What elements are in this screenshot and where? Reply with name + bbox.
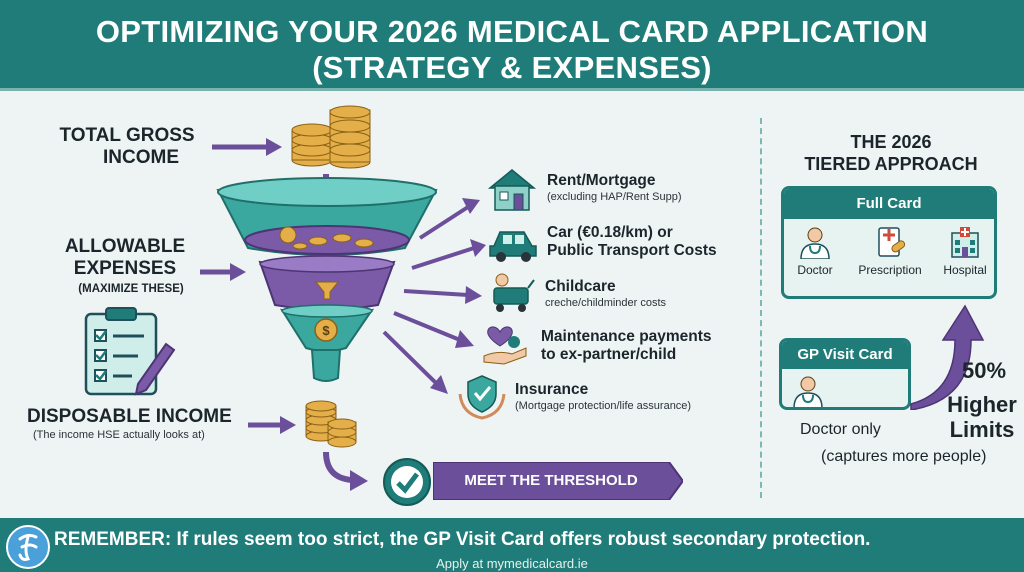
brand-logo-icon — [6, 525, 50, 569]
filter-icon — [314, 281, 340, 300]
dollar-sign: $ — [322, 323, 330, 338]
coin-stack-top — [291, 105, 371, 169]
hospital-label: Hospital — [943, 263, 987, 277]
expense-item-childcare: Childcare creche/childminder costs — [545, 278, 666, 310]
check-circle-icon — [383, 458, 431, 506]
disposable-arrow-head — [280, 416, 296, 434]
upgrade-arrow — [910, 304, 985, 410]
section-divider — [760, 118, 762, 498]
disposable-income-label: DISPOSABLE INCOME — [27, 406, 232, 427]
expense-item-rent: Rent/Mortgage (excluding HAP/Rent Supp) — [547, 172, 682, 204]
tiered-title-line1: THE 2026 — [850, 132, 932, 152]
expense-title: Insurance — [515, 381, 589, 398]
gp-coverage-text: Doctor only — [800, 421, 881, 438]
gross-income-arrow-head — [266, 138, 282, 156]
allowable-line1: ALLOWABLE — [64, 236, 186, 257]
full-card-panel: Full Card Doctor Prescription — [781, 186, 997, 299]
expense-arrow-4 — [393, 311, 461, 342]
expense-title: Car (€0.18/km) or — [547, 224, 673, 241]
expense-subtitle: creche/childminder costs — [545, 297, 667, 309]
clipboard-icon — [84, 307, 176, 396]
threshold-arrow-head — [350, 470, 368, 491]
meet-threshold-label: MEET THE THRESHOLD — [464, 472, 638, 489]
prescription-icon — [878, 227, 906, 257]
allowable-expenses-label: ALLOWABLE EXPENSES — [50, 236, 200, 280]
full-card-label: Full Card — [784, 189, 994, 219]
header-rule — [0, 88, 1024, 91]
meet-threshold-banner: MEET THE THRESHOLD — [433, 462, 683, 500]
coin-stack-bottom — [305, 400, 357, 448]
expense-title: Childcare — [545, 278, 616, 295]
expense-subtitle: (excluding HAP/Rent Supp) — [547, 191, 682, 203]
dollar-coin-icon — [314, 318, 338, 342]
prescription-label: Prescription — [858, 263, 922, 277]
expense-title-2: to ex-partner/child — [541, 346, 677, 363]
hospital-icon — [951, 227, 979, 258]
threshold-arrow — [323, 451, 353, 483]
hospital-item: Hospital — [936, 225, 994, 277]
higher-limits-callout: 50% Higher Limits — [940, 358, 1024, 442]
header-banner: OPTIMIZING YOUR 2026 MEDICAL CARD APPLIC… — [0, 0, 1024, 91]
page-title-line1: OPTIMIZING YOUR 2026 MEDICAL CARD APPLIC… — [95, 14, 929, 49]
tiered-approach-title: THE 2026 TIERED APPROACH — [776, 131, 1006, 175]
expense-item-transport: Car (€0.18/km) or Public Transport Costs — [547, 224, 717, 260]
expense-title-2: Public Transport Costs — [547, 242, 717, 259]
expense-title: Rent/Mortgage — [547, 172, 656, 189]
expense-item-insurance: Insurance (Mortgage protection/life assu… — [515, 381, 691, 413]
tiered-title-line2: TIERED APPROACH — [804, 154, 978, 174]
prescription-item: Prescription — [844, 225, 936, 277]
allowable-note: (MAXIMIZE THESE) — [78, 283, 184, 295]
expense-arrow-3 — [403, 289, 469, 297]
footer-banner: REMEMBER: If rules seem too strict, the … — [0, 518, 1024, 572]
gp-visit-card-label: GP Visit Card — [782, 341, 908, 369]
stroller-icon — [493, 273, 535, 312]
allowable-arrow-head — [230, 263, 246, 281]
expense-item-maintenance: Maintenance payments to ex-partner/child — [541, 328, 712, 364]
page-title-line2: (STRATEGY & EXPENSES) — [312, 50, 712, 85]
allowable-line2: EXPENSES — [73, 258, 177, 279]
funnel-diagram: $ — [84, 105, 537, 506]
heart-hand-icon — [483, 326, 527, 365]
footer-message: REMEMBER: If rules seem too strict, the … — [54, 529, 871, 550]
doctor-icon — [800, 227, 830, 259]
gp-visit-card-panel: GP Visit Card — [779, 338, 911, 410]
gp-coverage-note: (captures more people) — [821, 448, 987, 465]
expense-arrow-5 — [382, 330, 440, 387]
expense-arrow-1 — [418, 205, 470, 240]
gross-income-label: TOTAL GROSS INCOME — [52, 125, 202, 169]
funnel-spout — [310, 349, 342, 382]
house-icon — [487, 169, 537, 211]
car-icon — [489, 231, 537, 262]
gross-income-line1: TOTAL GROSS — [59, 125, 195, 146]
shield-hands-icon — [458, 375, 506, 420]
higher-limits-line2: Limits — [949, 417, 1015, 442]
doctor-item: Doctor — [790, 225, 840, 277]
gross-income-line2: INCOME — [103, 147, 179, 168]
expense-title: Maintenance payments — [541, 328, 712, 345]
footer-url[interactable]: Apply at mymedicalcard.ie — [436, 556, 588, 571]
expense-subtitle: (Mortgage protection/life assurance) — [515, 400, 692, 412]
higher-limits-line1: Higher — [947, 392, 1017, 417]
disposable-income-note: (The income HSE actually looks at) — [33, 429, 205, 441]
higher-limits-percent: 50% — [961, 358, 1007, 383]
doctor-label: Doctor — [797, 263, 833, 277]
expense-arrow-2 — [411, 246, 475, 270]
gp-doctor-icon — [793, 376, 823, 407]
